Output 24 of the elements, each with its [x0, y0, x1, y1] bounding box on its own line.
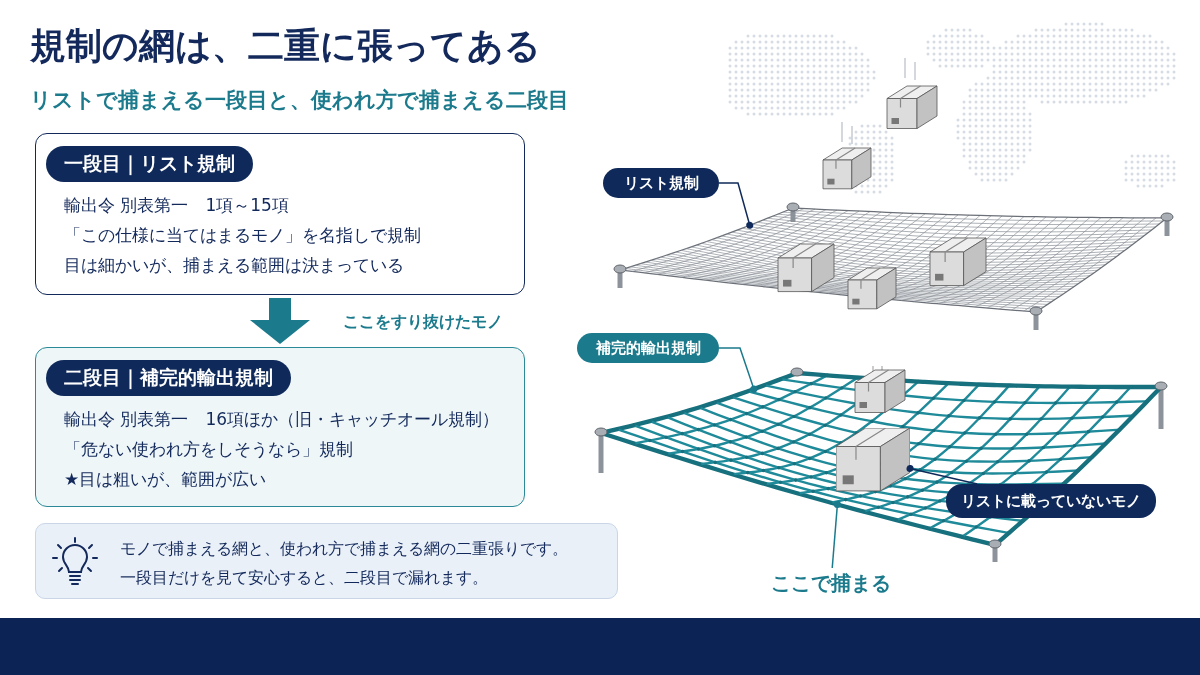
heading-label: 一段目｜リスト規制	[46, 146, 253, 182]
leader-line	[831, 501, 841, 569]
info-card	[35, 133, 525, 295]
down-arrow	[250, 298, 310, 344]
body-text: 「危ない使われ方をしそうなら」規制	[64, 438, 354, 461]
leader-line	[906, 465, 978, 485]
leader-line	[718, 182, 754, 229]
body-text: 輸出令 別表第一 16項ほか（旧・キャッチオール規制）	[64, 408, 501, 431]
info-card	[35, 347, 525, 507]
tip-text: モノで捕まえる網と、使われ方で捕まえる網の二重張りです。一段目だけを見て安心すると、二段目で漏れます。	[120, 538, 569, 589]
body-text: 輸出令 別表第一 1項～15項	[64, 194, 290, 217]
body-text: 「この仕様に当てはまるモノ」を名指しで規制	[64, 224, 422, 247]
callout-label: 補完的輸出規制	[577, 333, 719, 363]
title: 規制の網は、二重に張ってある	[30, 24, 541, 68]
body-text: 目は細かいが、捕まえる範囲は決まっている	[64, 254, 405, 277]
tip-card	[35, 523, 618, 599]
cardboard-box-drawing	[836, 428, 910, 492]
callout-text: ここで捕まる	[766, 568, 896, 598]
subtitle: リストで捕まえる一段目と、使われ方で捕まえる二段目	[30, 87, 569, 114]
callout-label: リスト規制	[603, 168, 719, 198]
leader-line	[718, 347, 758, 393]
heading-label: 二段目｜補完的輸出規制	[46, 360, 291, 396]
callout-label: リストに載っていないモノ	[946, 484, 1156, 518]
body-text: ★目は粗いが、範囲が広い	[64, 468, 268, 491]
